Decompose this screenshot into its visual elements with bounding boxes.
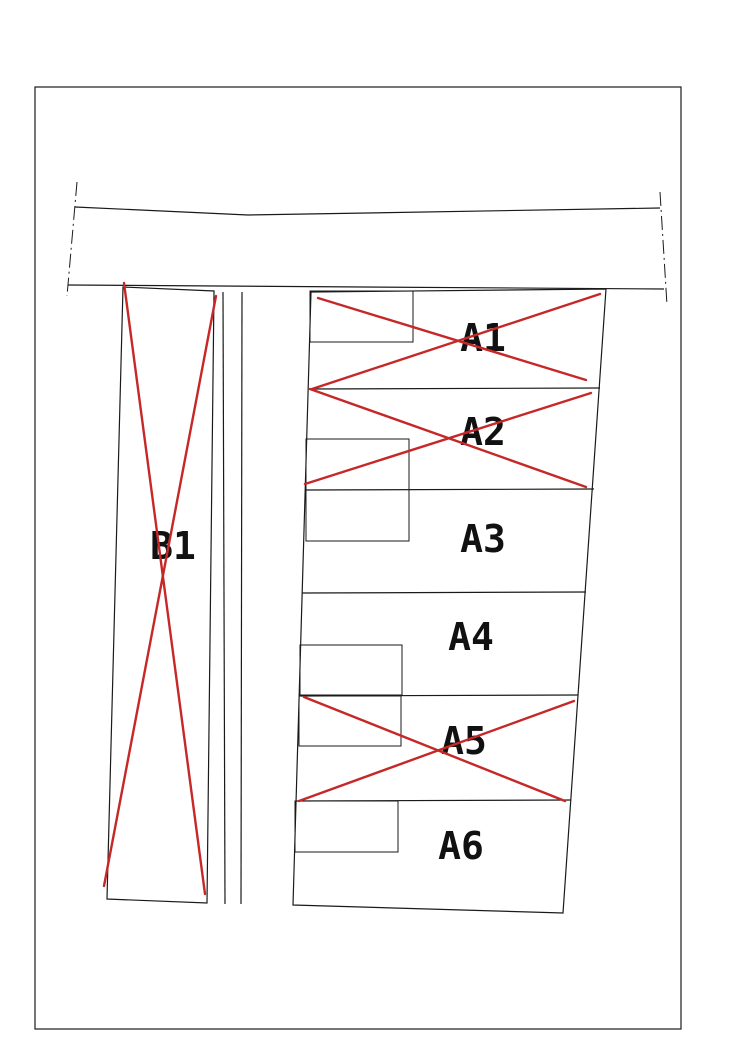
structure-a6 <box>294 800 399 853</box>
block-a-outline <box>292 288 607 914</box>
structure-a5 <box>298 695 402 747</box>
cross-b1 <box>102 281 218 896</box>
access-lane <box>222 291 243 905</box>
road-edge-right <box>659 191 668 306</box>
structure-a1 <box>309 290 414 343</box>
lot-label-a4: A4 <box>448 615 494 659</box>
structure-a4 <box>299 644 403 696</box>
structure-a2-a3 <box>305 438 410 542</box>
page-frame <box>34 86 682 1030</box>
road-edge-left <box>66 181 78 297</box>
cross-a2 <box>303 387 593 489</box>
lot-b1-outline <box>106 286 215 904</box>
cross-a5 <box>297 695 576 803</box>
lot-label-a3: A3 <box>460 517 506 561</box>
road <box>66 181 668 306</box>
lot-label-a6: A6 <box>438 824 484 868</box>
cross-a1 <box>310 292 602 391</box>
lot-structures <box>294 290 414 853</box>
